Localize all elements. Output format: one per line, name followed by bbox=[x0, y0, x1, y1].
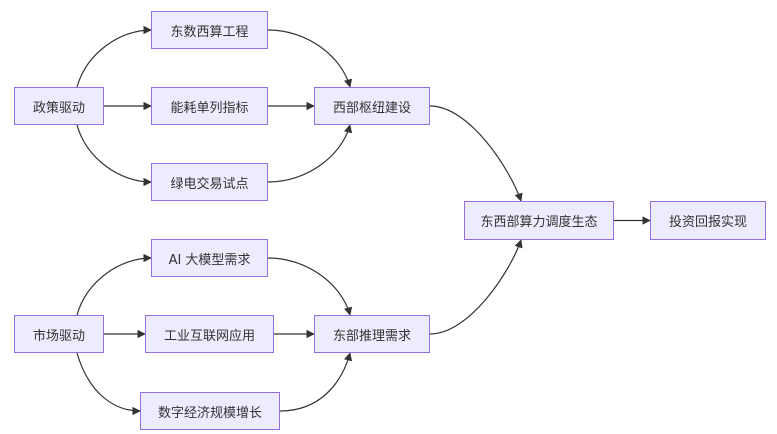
node-ai-model-demand: AI 大模型需求 bbox=[151, 239, 268, 277]
node-digital-economy-growth: 数字经济规模增长 bbox=[140, 392, 280, 430]
node-computing-scheduling-ecosystem: 东西部算力调度生态 bbox=[464, 201, 614, 240]
node-energy-quota: 能耗单列指标 bbox=[151, 87, 268, 125]
edge-policy-to-green_power bbox=[76, 124, 152, 187]
edge-market-to-digital_economy bbox=[76, 352, 141, 416]
edge-west_hub-to-ecosystem bbox=[429, 105, 523, 202]
edge-east_west-to-west_hub bbox=[267, 29, 353, 88]
edge-digital_economy-to-east_inference bbox=[279, 352, 353, 412]
edge-ai_model-to-east_inference bbox=[267, 257, 353, 316]
node-industrial-internet: 工业互联网应用 bbox=[145, 315, 274, 353]
node-east-data-west-computing: 东数西算工程 bbox=[151, 11, 268, 49]
node-east-inference-demand: 东部推理需求 bbox=[314, 315, 430, 353]
node-west-hub-construction: 西部枢纽建设 bbox=[314, 87, 430, 125]
edge-green_power-to-west_hub bbox=[267, 124, 353, 183]
node-investment-return: 投资回报实现 bbox=[650, 201, 766, 240]
edge-east_inference-to-ecosystem bbox=[429, 239, 523, 335]
node-market-driven: 市场驱动 bbox=[14, 315, 104, 353]
node-policy-driven: 政策驱动 bbox=[14, 87, 104, 125]
edge-market-to-ai_model bbox=[76, 253, 152, 316]
edge-policy-to-east_west bbox=[76, 25, 152, 88]
node-green-power-trading: 绿电交易试点 bbox=[151, 163, 268, 201]
